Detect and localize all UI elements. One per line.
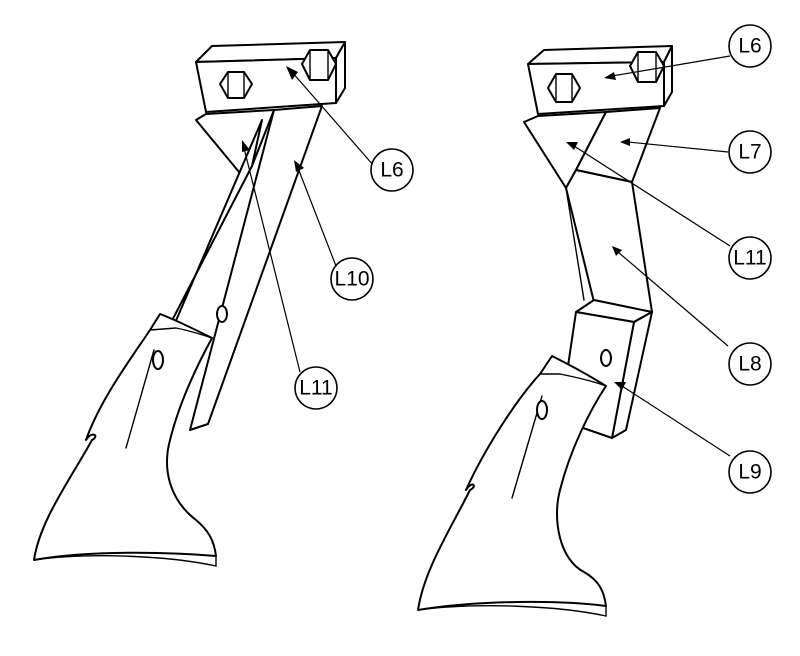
right-shovel [417,355,607,611]
left-shovel [33,313,217,561]
left-leader-l11 [242,140,301,373]
left-bar-hole [216,305,228,323]
callout-right-l11-label: L11 [733,247,766,270]
left-leader-l6 [286,66,375,167]
callout-left-l11: L11 [294,366,338,410]
right-leader-l7 [620,138,729,153]
callout-right-l8: L8 [728,342,772,386]
callout-right-l9-label: L9 [738,461,761,484]
callout-right-l11: L11 [728,236,772,280]
right-shovel-hole [536,400,548,420]
callout-right-l8-label: L8 [738,353,761,376]
right-bolt-2 [629,51,665,83]
callout-left-l11-label: L11 [299,377,332,400]
right-bolt-1 [547,73,581,103]
right-middle-bar [565,169,653,313]
callout-left-l10: L10 [330,257,374,301]
right-leader-l6 [604,55,731,80]
left-bolt-2 [301,49,337,81]
left-shovel-hole [152,350,164,370]
callout-left-l6: L6 [370,148,414,192]
left-bracket [195,109,275,179]
right-assembly: L6 L7 L11 L8 L9 [417,24,772,617]
right-leader-l11 [566,142,731,247]
callout-right-l6: L6 [728,24,772,68]
callout-right-l9: L9 [728,450,772,494]
left-leader-l10 [294,160,337,267]
left-bolt-1 [219,71,253,99]
left-flat-bar [189,105,323,431]
callout-left-l10-label: L10 [334,268,369,291]
left-assembly: L6 L10 L11 [33,41,414,567]
right-leader-l9 [614,382,731,457]
right-leader-l8 [612,246,729,347]
callout-right-l6-label: L6 [738,35,761,58]
callout-right-l7: L7 [728,130,772,174]
callout-left-l6-label: L6 [380,159,403,182]
callout-right-l7-label: L7 [738,141,761,164]
